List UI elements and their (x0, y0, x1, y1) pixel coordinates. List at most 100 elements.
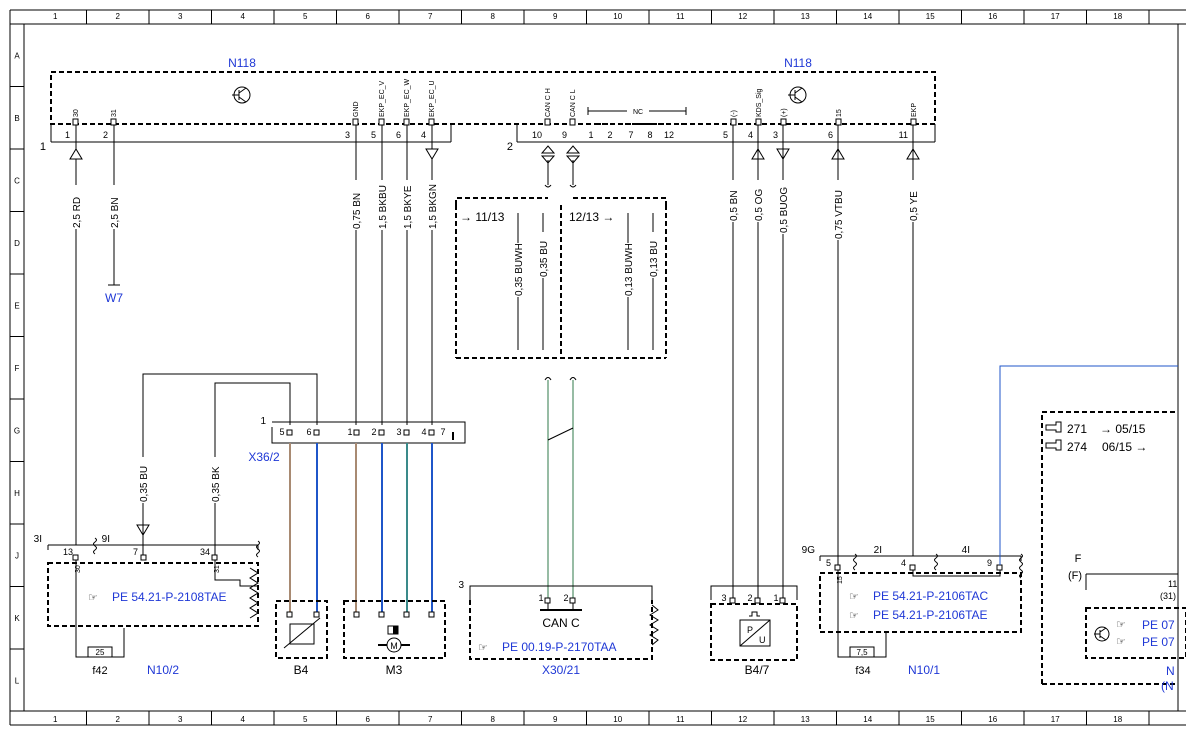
grid-col-bottom: 4 (241, 715, 246, 724)
grid-col-bottom: 2 (116, 715, 121, 724)
terminal-label: 3I (34, 534, 42, 545)
b4-label: B4 (294, 663, 309, 677)
hand-pointer-icon: ☞ (88, 592, 98, 604)
signal-label: EKP_EC_U (429, 80, 436, 117)
grid-row-label: J (15, 551, 19, 560)
nc-label: NC (633, 109, 643, 116)
wire-label: 0,35 BU (139, 466, 150, 502)
grid-col-bottom: 16 (988, 715, 997, 724)
n10-1-ref-link-1[interactable]: PE 54.21-P-2106TAC (873, 589, 989, 603)
b4-7-label: B4/7 (745, 663, 770, 677)
n10-1-label: N10/1 (908, 663, 940, 677)
n10-2-label: N10/2 (147, 663, 179, 677)
n10-1-ref-link-2[interactable]: PE 54.21-P-2106TAE (873, 608, 988, 622)
grid-row-label: E (14, 301, 19, 310)
pin-label: 1 (65, 130, 70, 140)
grid-col-top: 5 (303, 12, 308, 21)
grid-col-top: 8 (491, 12, 496, 21)
grid-col-bottom: 6 (366, 715, 371, 724)
wires-right: 0,5 BN 0,5 OG 0,5 BUOG 0,75 VTBU 0,5 YE (727, 125, 920, 598)
signal-label: (+) (781, 108, 788, 117)
x30-ref-link[interactable]: PE 00.19-P-2170TAA (502, 640, 617, 654)
svg-text:U: U (759, 635, 766, 645)
terminal-label: 9I (102, 534, 110, 545)
f-label-alt: (F) (1068, 570, 1082, 582)
wire-label: 0,5 OG (754, 189, 765, 221)
grid-col-top: 17 (1051, 12, 1060, 21)
n118-right-label: N118 (784, 56, 812, 70)
grid-col-bottom: 11 (676, 715, 685, 724)
n118-left-label: N118 (228, 56, 256, 70)
n10-1-module: 9G 2I 4I 5 4 9 15 ☞ PE 54.21-P-2106TAC ☞… (802, 365, 1178, 677)
pin-label: 5 (723, 130, 728, 140)
diagram-frame (9, 9, 1186, 726)
connector-1-label: 1 (40, 141, 46, 153)
n10-2-ref-link[interactable]: PE 54.21-P-2108TAE (112, 590, 227, 604)
pin-label: 1 (538, 593, 543, 603)
signal-label: 30 (73, 109, 80, 117)
partial-n-label: N (1166, 664, 1175, 678)
pin-label: 5 (279, 427, 284, 437)
pin-label: 3 (345, 130, 350, 140)
pin-label: 1 (347, 427, 352, 437)
grid-col-top: 16 (988, 12, 997, 21)
grid-col-top: 10 (613, 12, 622, 21)
signal-label: (-) (731, 110, 738, 117)
pin-label: 8 (647, 130, 652, 140)
signal-label: 31 (214, 565, 221, 573)
grid-col-top: 6 (366, 12, 371, 21)
pin-label: 4 (901, 558, 906, 568)
pin-label: 13 (63, 547, 73, 557)
partial-ref-link[interactable]: PE 07 (1142, 618, 1175, 632)
connector-2-label: 2 (507, 141, 513, 153)
grid-col-top: 1 (53, 12, 58, 21)
signal-label: EKP (911, 103, 918, 117)
can-cross-reference-box: → 11/13 12/13 → 0,35 BUWH 0,35 BU 0,13 B… (455, 160, 667, 381)
engine-icon (1045, 421, 1062, 433)
pin-label: 4 (421, 427, 426, 437)
grid-col-top: 4 (241, 12, 246, 21)
variant-box: 271 → 05/15 274 06/15 → F (F) 11 (31) ☞ … (1041, 411, 1186, 693)
grid-col-bottom: 1 (53, 715, 58, 724)
signal-label: KDS_Sig (756, 88, 763, 117)
wire-label: 0,35 BU (539, 241, 550, 277)
signal-label: 15 (836, 109, 843, 117)
pin-label: 6 (306, 427, 311, 437)
grid-col-top: 7 (428, 12, 433, 21)
grid-col-top: 18 (1113, 12, 1122, 21)
svg-text:M: M (390, 641, 398, 651)
pin-label: 2 (747, 593, 752, 603)
fuse-rating: 7,5 (856, 648, 868, 657)
variant-code: 271 (1067, 422, 1087, 436)
partial-ref-link[interactable]: PE 07 (1142, 635, 1175, 649)
grid-row-label: K (14, 614, 20, 623)
grid-col-top: 9 (553, 12, 558, 21)
pin-label: 7 (440, 427, 445, 437)
wire-label: 0,5 BN (729, 190, 740, 221)
pin-label: 34 (200, 547, 210, 557)
x36-2-connector: 0,35 BU 0,35 BK 1 X36/2 5 6 1 2 3 4 7 (137, 373, 466, 545)
grid-col-bottom: 18 (1113, 715, 1122, 724)
wire-label: 1,5 BKGN (428, 184, 439, 229)
f42-label: f42 (92, 665, 107, 677)
pin-label: 3 (773, 130, 778, 140)
grid-col-bottom: 7 (428, 715, 433, 724)
pin-label: (31) (1160, 591, 1176, 601)
pin-label: 2 (103, 130, 108, 140)
pin-label: 4 (421, 130, 426, 140)
wire-label: 1,5 BKBU (378, 185, 389, 229)
pin-label: 2 (563, 593, 568, 603)
pin-label: 11 (899, 130, 908, 140)
pin-label: 2 (371, 427, 376, 437)
grid-row-label: L (15, 676, 20, 685)
signal-label: CAN C L (570, 89, 577, 117)
grid-col-top: 3 (178, 12, 183, 21)
arrow-icons (69, 145, 920, 536)
terminal-label: 9G (802, 545, 816, 556)
wire-label: 0,13 BU (649, 241, 660, 277)
grid-col-top: 11 (676, 12, 685, 21)
x30-body: CAN C (542, 616, 580, 630)
jump-ref-right: 12/13 → (569, 210, 614, 224)
transistor-icon (1094, 626, 1110, 642)
wire-label: 0,75 BN (352, 193, 363, 229)
